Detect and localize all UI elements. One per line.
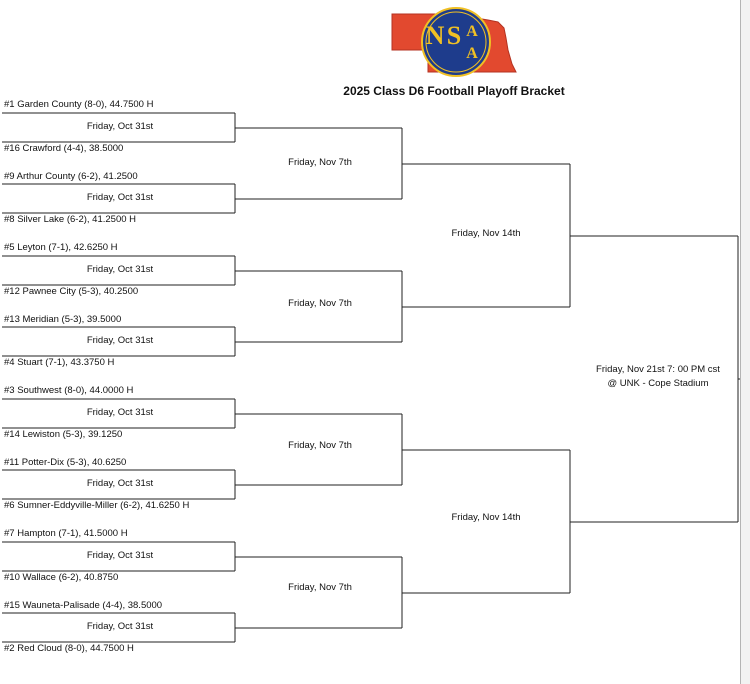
logo-letter-n: N: [426, 21, 445, 50]
team-slot: #2 Red Cloud (8-0), 44.7500 H: [4, 643, 134, 654]
team-slot: #9 Arthur County (6-2), 41.2500: [4, 171, 138, 182]
team-slot: #14 Lewiston (5-3), 39.1250: [4, 429, 123, 440]
window-scrollbar[interactable]: [740, 0, 750, 684]
team-slot: #11 Potter-Dix (5-3), 40.6250: [4, 457, 127, 468]
logo-letter-s: S: [447, 21, 461, 50]
semifinal-date: Friday, Nov 14th: [451, 512, 521, 523]
game-date: Friday, Oct 31st: [86, 621, 154, 632]
team-slot: #5 Leyton (7-1), 42.6250 H: [4, 242, 118, 253]
logo-letter-a-bottom: A: [466, 45, 478, 62]
team-slot: #8 Silver Lake (6-2), 41.2500 H: [4, 214, 137, 225]
game-date: Friday, Oct 31st: [86, 192, 154, 203]
game-date: Friday, Oct 31st: [86, 335, 154, 346]
team-slot: #4 Stuart (7-1), 43.3750 H: [4, 357, 115, 368]
quarterfinal-date: Friday, Nov 7th: [288, 582, 352, 593]
final-game-info: Friday, Nov 21st 7: 00 PM cst @ UNK - Co…: [578, 363, 738, 391]
team-slot: #13 Meridian (5-3), 39.5000: [4, 314, 122, 325]
game-date: Friday, Oct 31st: [86, 407, 154, 418]
game-date: Friday, Oct 31st: [86, 550, 154, 561]
game-date: Friday, Oct 31st: [86, 121, 154, 132]
game-date: Friday, Oct 31st: [86, 478, 154, 489]
logo-letter-a-top: A: [466, 23, 478, 40]
team-slot: #10 Wallace (6-2), 40.8750: [4, 572, 119, 583]
quarterfinal-date: Friday, Nov 7th: [288, 440, 352, 451]
nsaa-logo: N S A A: [391, 7, 517, 77]
quarterfinal-date: Friday, Nov 7th: [288, 157, 352, 168]
team-slot: #16 Crawford (4-4), 38.5000: [4, 143, 124, 154]
quarterfinal-date: Friday, Nov 7th: [288, 298, 352, 309]
logo-circle: [421, 7, 491, 77]
team-slot: #15 Wauneta-Palisade (4-4), 38.5000: [4, 600, 163, 611]
game-date: Friday, Oct 31st: [86, 264, 154, 275]
semifinal-date: Friday, Nov 14th: [451, 228, 521, 239]
team-slot: #7 Hampton (7-1), 41.5000 H: [4, 528, 128, 539]
team-slot: #3 Southwest (8-0), 44.0000 H: [4, 385, 134, 396]
team-slot: #1 Garden County (8-0), 44.7500 H: [4, 99, 154, 110]
team-slot: #6 Sumner-Eddyville-Miller (6-2), 41.625…: [4, 500, 190, 511]
team-slot: #12 Pawnee City (5-3), 40.2500: [4, 286, 139, 297]
bracket-title: 2025 Class D6 Football Playoff Bracket: [343, 84, 565, 98]
final-venue: @ UNK - Cope Stadium: [607, 378, 709, 389]
final-date-time: Friday, Nov 21st 7: 00 PM cst: [596, 364, 720, 375]
